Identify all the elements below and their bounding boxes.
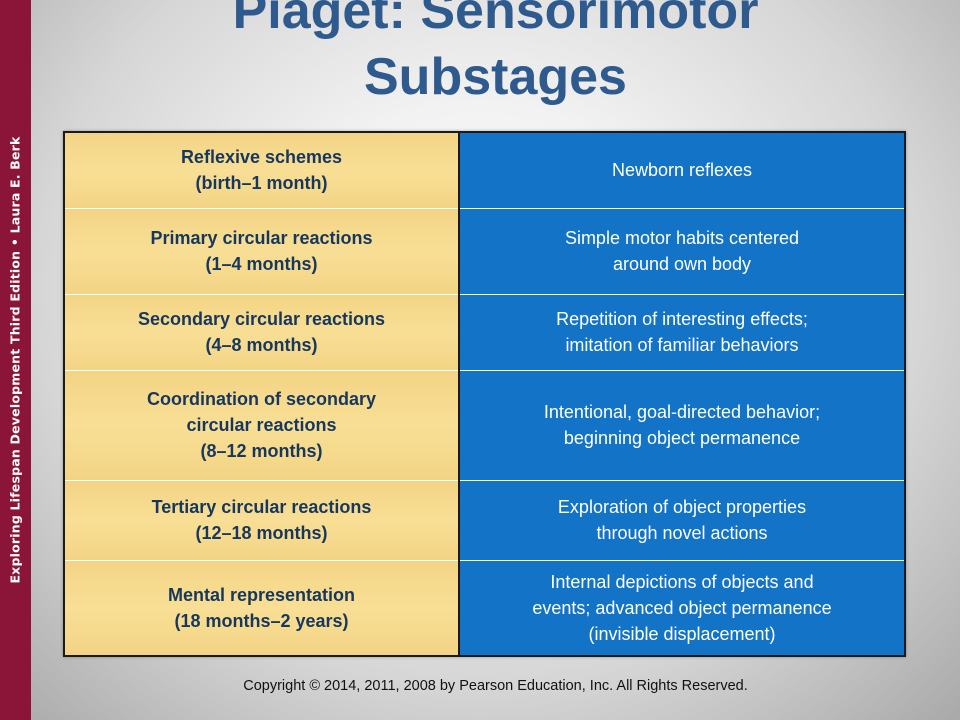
description-text: events; advanced object permanence	[532, 597, 832, 618]
stage-age: (18 months–2 years)	[174, 610, 349, 631]
description-text: Repetition of interesting effects;	[556, 309, 808, 329]
description-cell: Repetition of interesting effects; imita…	[458, 294, 905, 371]
description-cell: Exploration of object properties through…	[458, 480, 905, 561]
stage-cell: Mental representation (18 months–2 years…	[64, 560, 459, 656]
book-credit: Exploring Lifespan Development Third Edi…	[7, 136, 23, 584]
stage-cell: Reflexive schemes (birth–1 month)	[64, 132, 459, 209]
description-cell: Internal depictions of objects and event…	[458, 560, 905, 656]
description-text: around own body	[612, 254, 752, 274]
table-row: Tertiary circular reactions (12–18 month…	[64, 480, 905, 561]
stage-cell: Coordination of secondary circular react…	[64, 370, 459, 481]
description-text: through novel actions	[596, 523, 768, 543]
stage-cell: Secondary circular reactions (4–8 months…	[64, 294, 459, 371]
stage-name: Primary circular reactions	[150, 228, 373, 248]
description-text: imitation of familiar behaviors	[565, 335, 799, 355]
description-cell: Intentional, goal-directed behavior; beg…	[458, 370, 905, 481]
description-text: Newborn reflexes	[611, 160, 753, 181]
stage-age: (12–18 months)	[195, 523, 328, 543]
table-row: Secondary circular reactions (4–8 months…	[64, 294, 905, 371]
stage-name: Secondary circular reactions	[137, 309, 386, 329]
copyright-notice: Copyright © 2014, 2011, 2008 by Pearson …	[243, 678, 748, 694]
description-text: Internal depictions of objects and	[550, 571, 814, 592]
table-row: Reflexive schemes (birth–1 month) Newbor…	[64, 132, 905, 209]
stage-cell: Primary circular reactions (1–4 months)	[64, 208, 459, 295]
description-cell: Simple motor habits centered around own …	[458, 208, 905, 295]
stage-age: (4–8 months)	[205, 335, 318, 355]
stage-name: Mental representation	[167, 584, 356, 605]
stage-name: circular reactions	[186, 415, 337, 435]
slide-title-line-1: Piaget: Sensorimotor	[232, 0, 759, 40]
slide-title: Piaget: Sensorimotor Substages	[31, 0, 960, 110]
stage-age: (8–12 months)	[200, 441, 323, 461]
stage-age: (1–4 months)	[205, 254, 318, 274]
stage-name: Coordination of secondary	[146, 389, 377, 409]
description-cell: Newborn reflexes	[458, 132, 905, 209]
stage-cell: Tertiary circular reactions (12–18 month…	[64, 480, 459, 561]
table-row: Primary circular reactions (1–4 months) …	[64, 208, 905, 295]
description-text: beginning object permanence	[563, 428, 801, 448]
stage-age: (birth–1 month)	[195, 173, 328, 194]
description-text: Simple motor habits centered	[564, 228, 800, 248]
side-bar: Exploring Lifespan Development Third Edi…	[0, 0, 31, 720]
slide-title-line-2: Substages	[364, 48, 627, 106]
description-text: (invisible displacement)	[588, 623, 776, 644]
stage-name: Tertiary circular reactions	[151, 497, 372, 517]
description-text: Intentional, goal-directed behavior;	[543, 402, 821, 422]
stage-name: Reflexive schemes	[180, 147, 343, 168]
table-row: Mental representation (18 months–2 years…	[64, 560, 905, 656]
substages-table: Reflexive schemes (birth–1 month) Newbor…	[63, 131, 906, 657]
description-text: Exploration of object properties	[557, 497, 807, 517]
table-row: Coordination of secondary circular react…	[64, 370, 905, 481]
